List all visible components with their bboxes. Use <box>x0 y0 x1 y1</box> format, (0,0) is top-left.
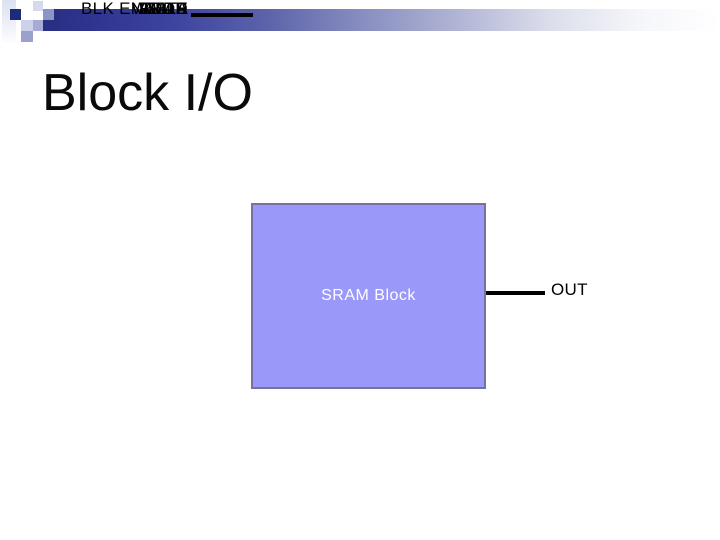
output-port-label: OUT <box>551 280 588 299</box>
pixel-square-navy <box>10 9 21 20</box>
pixel-square-light <box>33 1 43 11</box>
output-wire <box>486 291 545 295</box>
input-port-label: ADDR <box>138 0 188 18</box>
input-wire <box>191 13 253 17</box>
sram-block: SRAM Block <box>251 203 486 389</box>
input-port-row-blk-enable: BLK ENABLE <box>40 0 253 17</box>
pixel-square-lavender-1 <box>21 20 33 31</box>
input-port-label: WRITE <box>131 0 188 18</box>
slide-title: Block I/O <box>42 64 253 122</box>
pixel-square-slate <box>43 9 54 20</box>
pixel-square-lavender-2 <box>33 20 43 31</box>
input-port-label: BLK ENABLE <box>81 0 188 18</box>
input-port-label: READ <box>139 0 188 18</box>
sram-block-label: SRAM Block <box>321 287 416 304</box>
input-port-label: DATA <box>143 0 188 18</box>
pixel-square-purple <box>21 31 33 42</box>
pixel-column-decoration <box>2 0 16 43</box>
